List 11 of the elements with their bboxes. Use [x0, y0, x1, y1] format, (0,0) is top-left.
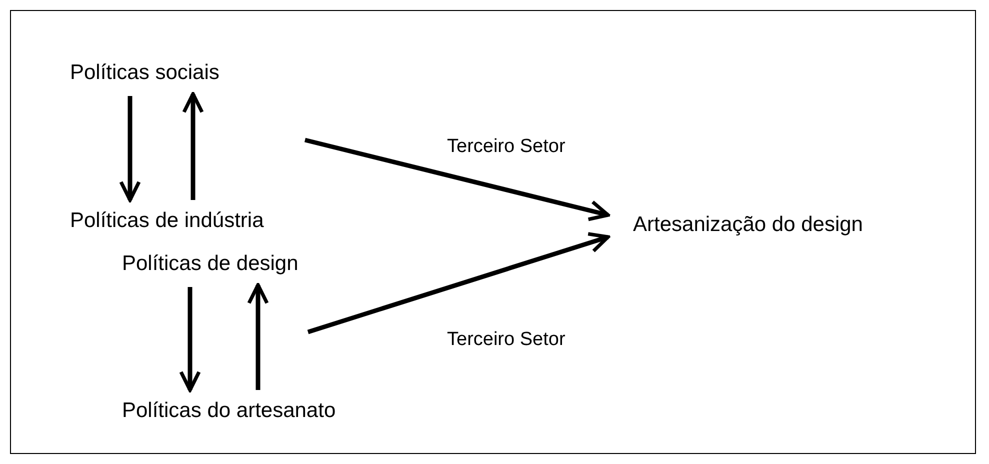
arrow — [307, 232, 610, 334]
node-label: Artesanização do design — [633, 212, 863, 238]
node-label: Políticas sociais — [70, 60, 220, 86]
arrow — [304, 138, 610, 222]
arrow — [179, 287, 201, 392]
arrow — [247, 283, 269, 390]
node-label: Políticas de indústria — [70, 208, 264, 234]
node-label: Políticas do artesanato — [122, 398, 336, 424]
node-label: Políticas de design — [122, 251, 298, 277]
arrow — [119, 96, 141, 202]
arrow — [182, 92, 204, 200]
